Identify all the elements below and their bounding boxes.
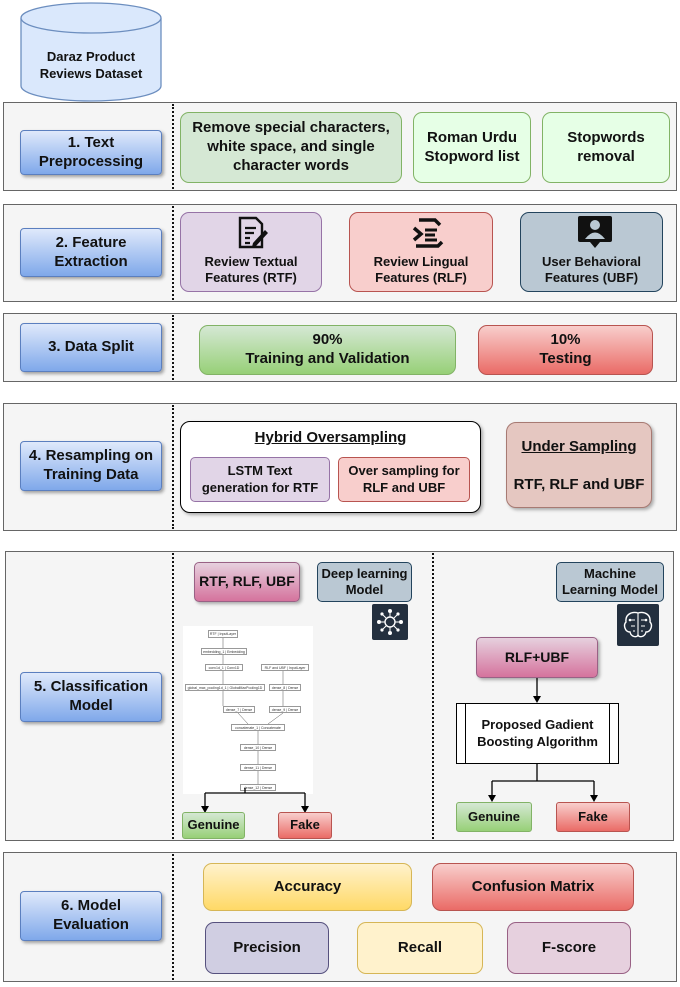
fscore-metric: F-score — [507, 922, 631, 974]
model-architecture-diagram: RTF | InputLayer embedding_1 | Embedding… — [183, 626, 313, 794]
document-edit-icon — [238, 216, 268, 249]
panel-divider — [172, 206, 174, 300]
algorithm-label-line1: Proposed Gadient — [481, 717, 594, 732]
hybrid-oversampling-title: Hybrid Oversampling — [254, 429, 407, 446]
dl-input-features-box: RTF, RLF, UBF — [194, 562, 300, 602]
remove-special-characters-box: Remove special characters, white space, … — [180, 112, 402, 183]
neural-network-icon — [372, 604, 408, 640]
under-sampling-box — [506, 422, 652, 508]
dl-genuine-output: Genuine — [182, 812, 245, 839]
ml-output-connectors — [488, 764, 598, 802]
panel-divider — [172, 104, 174, 189]
gradient-boosting-algorithm-box — [456, 703, 619, 764]
rtf-label-line2: Features (RTF) — [205, 270, 297, 285]
dataset-label-line2: Reviews Dataset — [39, 66, 143, 81]
dataset-cylinder: Daraz Product Reviews Dataset — [20, 2, 162, 102]
dl-fake-output: Fake — [278, 812, 332, 839]
precision-metric: Precision — [205, 922, 329, 974]
algorithm-label-line2: Boosting Algorithm — [477, 734, 598, 749]
recall-metric: Recall — [357, 922, 483, 974]
under-sampling-body: RTF, RLF and UBF — [513, 476, 645, 493]
cylinder-shape — [20, 2, 162, 102]
ubf-label-line1: User Behavioral — [542, 254, 641, 269]
ml-fake-output: Fake — [556, 802, 630, 832]
training-split-box: 90%Training and Validation — [199, 325, 456, 375]
brain-icon — [617, 604, 659, 646]
rtf-feature-box — [180, 212, 322, 292]
panel-divider — [172, 553, 174, 839]
panel-divider — [172, 315, 174, 380]
dl-ml-divider — [432, 553, 434, 839]
lingual-icon — [412, 218, 444, 248]
step-data-split: 3. Data Split — [20, 323, 162, 372]
ml-input-features-box: RLF+UBF — [476, 637, 598, 678]
rlf-feature-box — [349, 212, 493, 292]
rlf-label-line1: Review Lingual — [373, 254, 469, 269]
dl-output-connectors — [201, 788, 309, 813]
ml-input-arrow — [533, 678, 541, 703]
panel-divider — [172, 854, 174, 980]
confusion-matrix-metric: Confusion Matrix — [432, 863, 634, 911]
rlf-label-line2: Features (RLF) — [375, 270, 467, 285]
under-sampling-title: Under Sampling — [521, 438, 637, 455]
dataset-label-line1: Daraz Product — [46, 49, 136, 64]
stopwords-removal-box: Stopwords removal — [542, 112, 670, 183]
user-profile-icon — [578, 216, 612, 248]
roman-urdu-stopword-box: Roman Urdu Stopword list — [413, 112, 531, 183]
panel-divider — [172, 405, 174, 529]
architecture-connectors — [222, 638, 284, 784]
ml-genuine-output: Genuine — [456, 802, 532, 832]
accuracy-metric: Accuracy — [203, 863, 412, 911]
ubf-label-line2: Features (UBF) — [544, 270, 639, 285]
rtf-label-line1: Review Textual — [204, 254, 298, 269]
testing-split-box: 10%Testing — [478, 325, 653, 375]
